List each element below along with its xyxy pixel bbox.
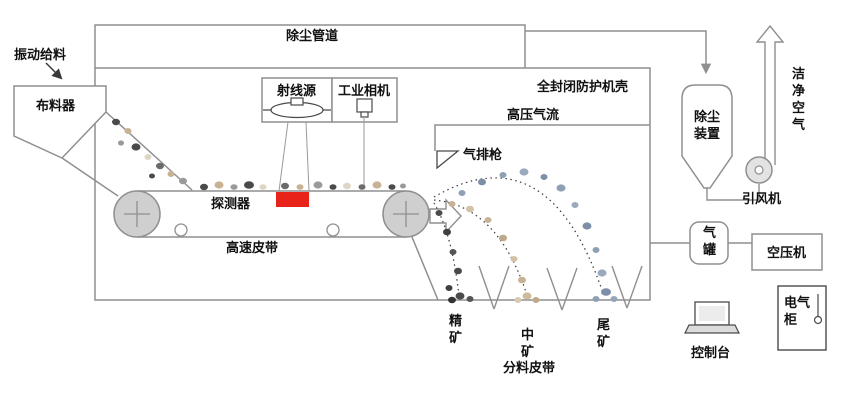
air-compressor-box [751, 233, 823, 271]
label-clean-air: 洁净空气 [791, 66, 805, 132]
clean-air-arrow-icon [755, 24, 785, 165]
label-middling: 中矿 [520, 327, 534, 359]
label-industrial-camera: 工业相机 [338, 83, 391, 98]
distributor-hopper [13, 85, 107, 159]
label-electrical-cabinet: 电气柜 [784, 295, 811, 327]
label-detector: 探测器 [211, 196, 251, 211]
enclosure-outline [94, 67, 651, 301]
ore-particles-tailings [458, 168, 618, 302]
label-induced-draft-fan: 引风机 [742, 191, 782, 206]
label-air-compressor: 空压机 [767, 245, 807, 260]
duct-to-collector-pipe [525, 30, 712, 75]
x-ray-tube-icon [263, 97, 331, 119]
induced-draft-fan-icon [745, 156, 773, 184]
label-dust-removal-device: 除尘装置 [694, 109, 721, 141]
discharge-arrow-icon [429, 198, 462, 234]
belt-roller [326, 223, 340, 237]
dust-collector-vessel [681, 84, 733, 189]
sorting-chamber-edge [434, 124, 650, 151]
label-splitting-belt: 分料皮带 [503, 360, 556, 375]
feed-chute-lower [61, 157, 119, 197]
pulley-right [382, 190, 430, 238]
label-high-pressure-air: 高压气流 [507, 107, 560, 122]
electrical-cabinet-shape [777, 285, 827, 351]
console-laptop-icon [684, 301, 740, 334]
ore-particles-concentrate [435, 210, 474, 304]
dust-duct-outline [94, 24, 526, 68]
chute-dividers [478, 265, 643, 311]
label-console: 控制台 [691, 345, 731, 360]
ore-particles-middling [448, 201, 540, 303]
label-air-tank: 气罐 [702, 225, 716, 257]
air-tank-shape [689, 221, 729, 265]
label-dust-duct: 除尘管道 [286, 28, 339, 43]
belt-roller [174, 223, 188, 237]
label-vibrating-feed: 振动给料 [14, 47, 67, 62]
label-tailings: 尾矿 [596, 317, 610, 349]
xray-beam-lines [278, 121, 310, 192]
label-high-speed-belt: 高速皮带 [226, 240, 279, 255]
vessel-to-fan-pipe [706, 184, 760, 201]
detector-bar [276, 192, 309, 207]
trajectory-concentrate [433, 202, 460, 297]
label-distributor: 布料器 [36, 98, 76, 113]
label-ray-source: 射线源 [277, 83, 317, 98]
pulley-left [113, 190, 161, 238]
label-concentrate: 精矿 [448, 313, 462, 345]
feed-chute-upper [105, 111, 193, 191]
trajectory-tailings [433, 177, 604, 294]
air-jet-nozzle-icon [436, 150, 460, 170]
label-air-jet-gun: 气排枪 [463, 147, 503, 162]
industrial-camera-icon [356, 98, 373, 118]
trajectory-middling [433, 199, 528, 296]
ore-particles-belt [200, 181, 406, 191]
vibrating-feed-arrow [45, 62, 63, 80]
belt-discharge-slant [411, 236, 439, 301]
label-enclosure: 全封闭防护机壳 [537, 79, 629, 94]
ore-particles-feed [112, 118, 187, 185]
